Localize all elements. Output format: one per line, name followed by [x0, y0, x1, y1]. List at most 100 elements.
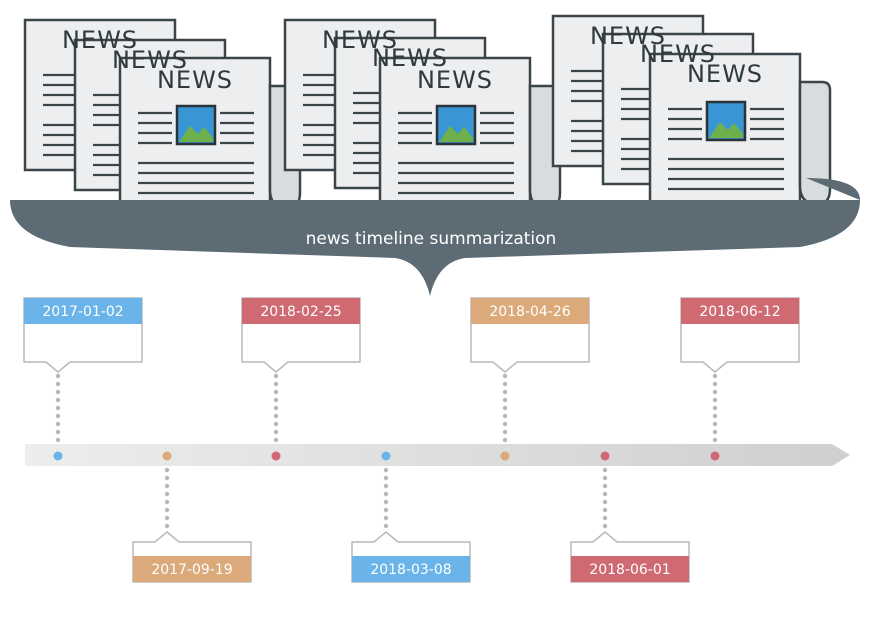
event-dot [381, 451, 391, 461]
event-dot [271, 451, 281, 461]
connector-dot [602, 475, 608, 481]
event-dot [53, 451, 63, 461]
connector-dot [383, 523, 389, 529]
connector-dot [383, 467, 389, 473]
connector-dot [55, 421, 61, 427]
event-date-label: 2017-09-19 [151, 562, 232, 578]
newspaper-title: NEWS [640, 40, 716, 68]
event-dot [162, 451, 172, 461]
connector-dot [164, 483, 170, 489]
connector-dot [164, 507, 170, 513]
connector-dot [712, 437, 718, 443]
connector-dot [273, 413, 279, 419]
timeline-event: 2017-09-19 [132, 451, 252, 583]
connector-dot [55, 429, 61, 435]
connector-dot [502, 437, 508, 443]
connector-dot [602, 467, 608, 473]
connector-dot [502, 397, 508, 403]
timeline-event: 2018-03-08 [351, 451, 471, 583]
event-date-header [24, 298, 142, 324]
connector-dot [712, 397, 718, 403]
newspaper-title: NEWS [157, 66, 233, 94]
connector-dot [273, 405, 279, 411]
connector-dot [602, 483, 608, 489]
connector-dot [712, 373, 718, 379]
event-date-label: 2018-03-08 [370, 562, 451, 578]
event-date-header [681, 298, 799, 324]
event-dot [710, 451, 720, 461]
connector-dot [164, 499, 170, 505]
connector-dot [602, 523, 608, 529]
timeline-events: 2017-01-02 2017-09-19 2018-02-25 2018-03-08… [23, 297, 800, 583]
connector-dot [164, 523, 170, 529]
event-date-label: 2018-06-12 [699, 304, 780, 320]
connector-dot [273, 397, 279, 403]
event-date-header [242, 298, 360, 324]
connector-dot [712, 381, 718, 387]
connector-dot [55, 413, 61, 419]
connector-dot [164, 515, 170, 521]
connector-dot [273, 429, 279, 435]
event-date-header [571, 556, 689, 582]
connector-dot [383, 507, 389, 513]
connector-dot [273, 421, 279, 427]
connector-dot [164, 491, 170, 497]
newspaper-title: NEWS [112, 46, 188, 74]
event-dot [500, 451, 510, 461]
timeline-event: 2018-02-25 [241, 297, 361, 461]
connector-dot [164, 467, 170, 473]
timeline-event: 2017-01-02 [23, 297, 143, 461]
connector-dot [602, 507, 608, 513]
connector-dot [502, 421, 508, 427]
connector-dot [502, 381, 508, 387]
connector-dot [602, 515, 608, 521]
connector-dot [712, 389, 718, 395]
connector-dot [273, 381, 279, 387]
newspaper-title: NEWS [372, 44, 448, 72]
connector-dot [55, 373, 61, 379]
event-date-label: 2018-04-26 [489, 304, 570, 320]
connector-dot [502, 373, 508, 379]
connector-dot [273, 389, 279, 395]
connector-dot [502, 429, 508, 435]
connector-dot [502, 405, 508, 411]
newspaper-title: NEWS [417, 66, 493, 94]
event-date-label: 2018-02-25 [260, 304, 341, 320]
connector-dot [602, 491, 608, 497]
connector-dot [602, 499, 608, 505]
connector-dot [712, 429, 718, 435]
newspaper-title: NEWS [62, 26, 138, 54]
timeline-event: 2018-04-26 [470, 297, 590, 461]
connector-dot [502, 413, 508, 419]
event-date-label: 2018-06-01 [589, 562, 670, 578]
connector-dot [712, 405, 718, 411]
connector-dot [55, 381, 61, 387]
connector-dot [383, 483, 389, 489]
connector-dot [55, 437, 61, 443]
connector-dot [273, 437, 279, 443]
connector-dot [383, 499, 389, 505]
event-date-label: 2017-01-02 [42, 304, 123, 320]
event-date-header [133, 556, 251, 582]
connector-dot [712, 413, 718, 419]
connector-dot [164, 475, 170, 481]
banner-label: news timeline summarization [306, 229, 557, 249]
connector-dot [55, 389, 61, 395]
connector-dot [383, 491, 389, 497]
summary-banner [10, 178, 860, 296]
newspaper-title: NEWS [322, 26, 398, 54]
event-dot [600, 451, 610, 461]
timeline-event: 2018-06-01 [570, 451, 690, 583]
connector-dot [383, 515, 389, 521]
connector-dot [383, 475, 389, 481]
connector-dot [712, 421, 718, 427]
connector-dot [55, 405, 61, 411]
event-date-header [471, 298, 589, 324]
event-date-header [352, 556, 470, 582]
newspaper-title: NEWS [590, 22, 666, 50]
connector-dot [273, 373, 279, 379]
timeline-arrow [25, 444, 850, 466]
